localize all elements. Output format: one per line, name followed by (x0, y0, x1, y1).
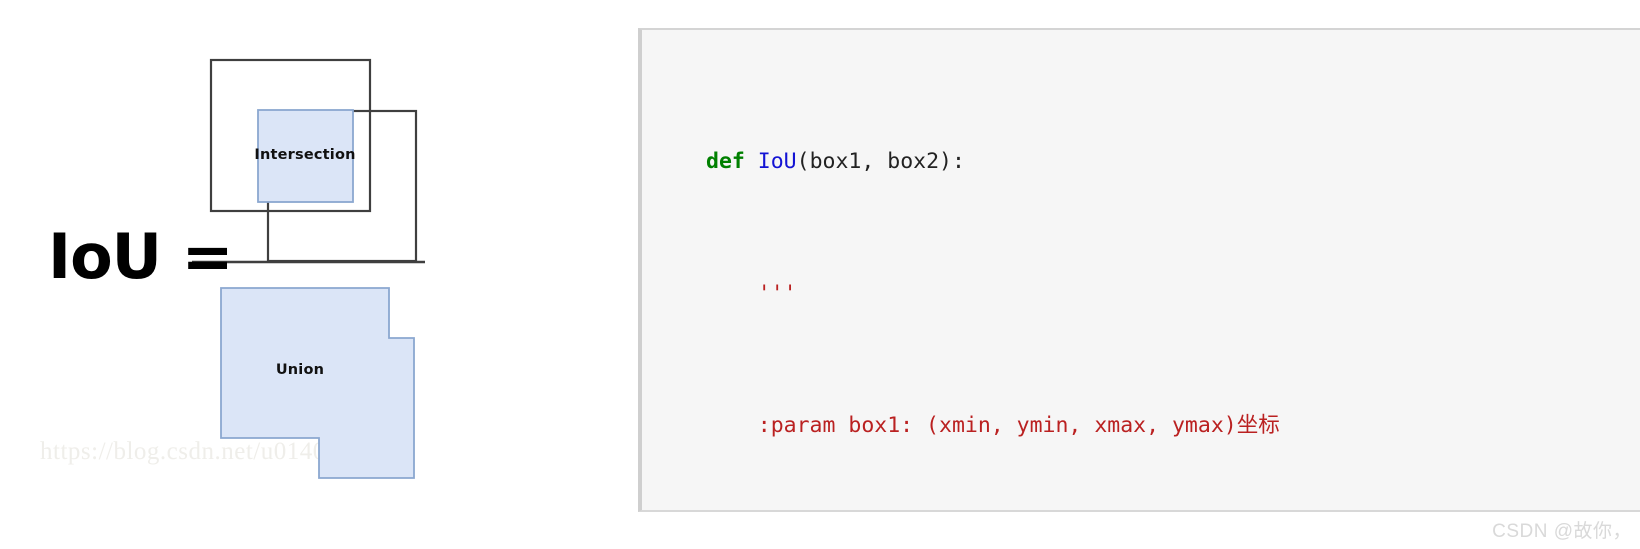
iou-diagram-svg: https://blog.csdn.net/u014061630 Interse… (40, 58, 425, 479)
code-line[interactable]: def IoU(box1, box2): (706, 149, 965, 174)
csdn-watermark: CSDN @故你， (1492, 521, 1632, 542)
union-label: Union (276, 362, 324, 378)
docstring-open: ''' (706, 281, 797, 306)
keyword-def: def (706, 149, 745, 174)
union-region (220, 287, 415, 479)
numerator-group: Intersection (209, 58, 418, 263)
denominator-group: Union (220, 287, 415, 479)
intersection-label: Intersection (254, 147, 355, 163)
iou-formula-label: IoU = (48, 220, 233, 293)
code-line[interactable]: ''' (706, 277, 1640, 310)
iou-diagram-panel: https://blog.csdn.net/u014061630 Interse… (0, 0, 600, 549)
function-name-iou: IoU (757, 149, 797, 174)
code-block[interactable]: def IoU(box1, box2): ''' :param box1: (x… (638, 28, 1640, 512)
bounding-box-1 (209, 58, 372, 213)
docstring-param-box1: :param box1: (xmin, ymin, xmax, ymax)坐标 (706, 413, 1280, 438)
code-content[interactable]: def IoU(box1, box2): ''' :param box1: (x… (642, 30, 1640, 510)
code-line[interactable]: :param box1: (xmin, ymin, xmax, ymax)坐标 (706, 409, 1640, 442)
intersection-region (257, 109, 354, 203)
